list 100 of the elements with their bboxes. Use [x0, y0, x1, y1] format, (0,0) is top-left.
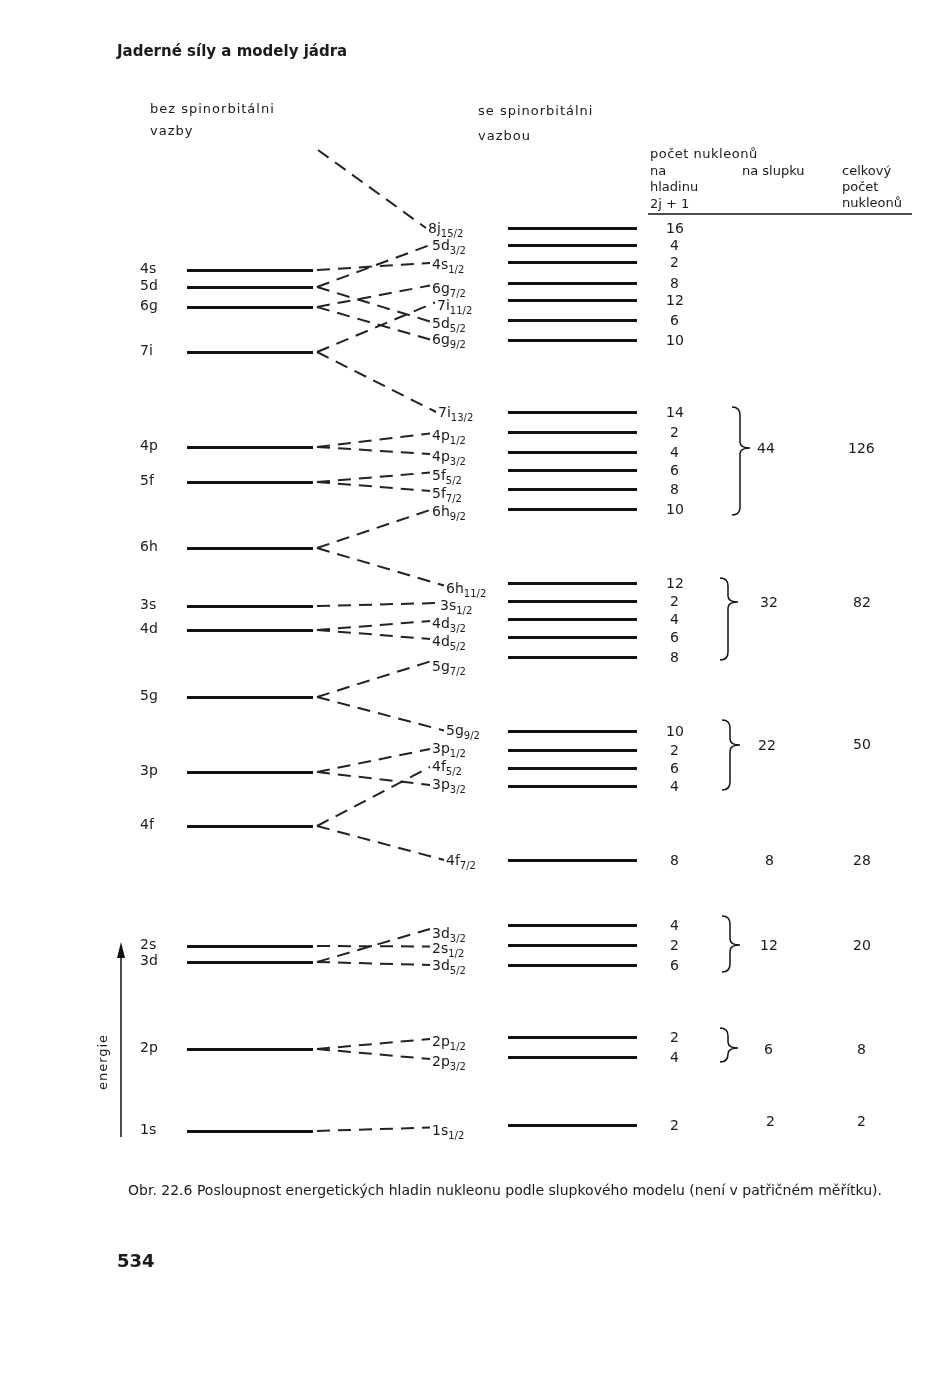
total-count: 82	[853, 594, 871, 610]
level-label: 3d	[140, 951, 158, 969]
dashed-connector	[316, 825, 445, 861]
level-occupancy: 14	[666, 404, 684, 420]
total-count: 28	[853, 852, 871, 868]
level-occupancy: 2	[670, 742, 679, 758]
total-count: 50	[853, 736, 871, 752]
level-label: 4d	[140, 619, 158, 637]
level-label: 3p$_{1/2}$	[432, 740, 466, 760]
dashed-connector	[316, 481, 431, 492]
level-occupancy: 4	[670, 237, 679, 253]
level-occupancy: 6	[670, 312, 679, 328]
dashed-connector	[316, 284, 431, 308]
dashed-connector	[316, 262, 431, 271]
level-occupancy: 6	[670, 629, 679, 645]
dashed-connector	[316, 696, 445, 732]
total-count: 20	[853, 937, 871, 953]
level-occupancy: 4	[670, 444, 679, 460]
page-number: 534	[117, 1253, 155, 1269]
dashed-connector	[316, 1126, 431, 1132]
level-occupancy: 2	[670, 1117, 679, 1133]
level-label: 1s	[140, 1120, 157, 1138]
level-label: 5f$_{5/2}$	[432, 466, 462, 487]
level-label: 4p$_{1/2}$	[432, 426, 466, 448]
level-label: 2p$_{1/2}$	[432, 1032, 466, 1054]
level-label: 8j$_{15/2}$	[428, 219, 464, 239]
level-label: 5d	[140, 276, 158, 294]
dashed-connector	[316, 446, 431, 455]
level-label: 6g$_{7/2}$	[432, 279, 466, 299]
level-occupancy: 8	[670, 275, 679, 291]
level-label: 4s	[140, 259, 157, 277]
dashed-connector	[316, 928, 431, 963]
level-occupancy: 2	[670, 937, 679, 953]
total-count: 126	[848, 440, 875, 456]
level-label: 5d$_{3/2}$	[432, 237, 466, 258]
energy-level	[140, 298, 315, 316]
dashed-connector	[316, 660, 431, 698]
level-label: 4p$_{3/2}$	[432, 447, 466, 469]
level-occupancy: 2	[670, 1029, 679, 1045]
level-occupancy: 4	[670, 778, 679, 794]
level-label: 5g$_{9/2}$	[446, 721, 480, 743]
level-label: 4d$_{5/2}$	[432, 633, 466, 654]
dashed-connector	[317, 149, 427, 229]
level-label: 1s$_{1/2}$	[432, 1121, 465, 1143]
dashed-connector	[316, 509, 431, 549]
shell-count: 22	[758, 737, 776, 753]
level-occupancy: 8	[670, 852, 679, 868]
level-occupancy: 8	[670, 649, 679, 665]
level-occupancy: 12	[666, 292, 684, 308]
level-occupancy: 6	[670, 462, 679, 478]
level-label: 6h	[140, 537, 158, 555]
level-label: 5g$_{7/2}$	[432, 657, 466, 679]
level-label: 4f$_{5/2}$	[432, 758, 462, 779]
level-label: 5f$_{7/2}$	[432, 485, 462, 505]
level-label: 3s$_{1/2}$	[440, 597, 473, 617]
level-occupancy: 4	[670, 1049, 679, 1065]
level-label: 2s	[140, 935, 157, 953]
level-occupancy: 10	[666, 501, 684, 517]
level-label: 6h$_{11/2}$	[446, 579, 487, 600]
dashed-connector	[316, 1048, 431, 1060]
column-heading: 2j + 1	[650, 196, 690, 212]
level-label: 3s	[140, 595, 157, 613]
level-occupancy: 10	[666, 723, 684, 739]
dashed-connector	[316, 748, 431, 773]
shell-count: 44	[757, 440, 775, 456]
level-occupancy: 6	[670, 760, 679, 776]
dashed-connector	[316, 286, 431, 323]
total-count: 2	[857, 1113, 866, 1129]
figure-caption: Obr. 22.6 Posloupnost energetických hladin nukleonu podle slupkového modelu (není v patřičném měřítku).	[127, 1181, 883, 1200]
level-label: 5f	[140, 471, 154, 489]
dashed-connector	[316, 961, 431, 966]
level-occupancy: 2	[670, 254, 679, 270]
dashed-connector	[316, 301, 436, 353]
energy-level	[140, 688, 315, 706]
dashed-connector	[316, 351, 437, 413]
level-label: 3p	[140, 761, 158, 779]
level-label: 4f$_{7/2}$	[446, 851, 476, 873]
shell-count: 32	[760, 594, 778, 610]
level-occupancy: 10	[666, 332, 684, 348]
level-label: 4f	[140, 815, 154, 833]
dashed-connector	[316, 945, 431, 948]
energy-level	[140, 763, 315, 781]
column-heading: na slupku	[742, 163, 806, 179]
level-label: 5g	[140, 686, 158, 704]
level-occupancy: 6	[670, 957, 679, 973]
shell-count: 8	[765, 852, 774, 868]
shell-count: 2	[766, 1113, 775, 1129]
level-label: 7i$_{11/2}$	[437, 297, 473, 317]
level-occupancy: 4	[670, 917, 679, 933]
level-label: 5d$_{5/2}$	[432, 315, 466, 334]
level-label: 2p$_{3/2}$	[432, 1052, 466, 1074]
dashed-connector	[316, 547, 445, 587]
dashed-connector	[316, 766, 431, 827]
dashed-connector	[316, 629, 431, 640]
axis-label: energie	[95, 1033, 112, 1091]
shell-count: 12	[760, 937, 778, 953]
level-occupancy: 2	[670, 424, 679, 440]
column-heading: na hladinu	[650, 163, 700, 195]
total-count: 8	[857, 1041, 866, 1057]
level-occupancy: 16	[666, 220, 684, 236]
